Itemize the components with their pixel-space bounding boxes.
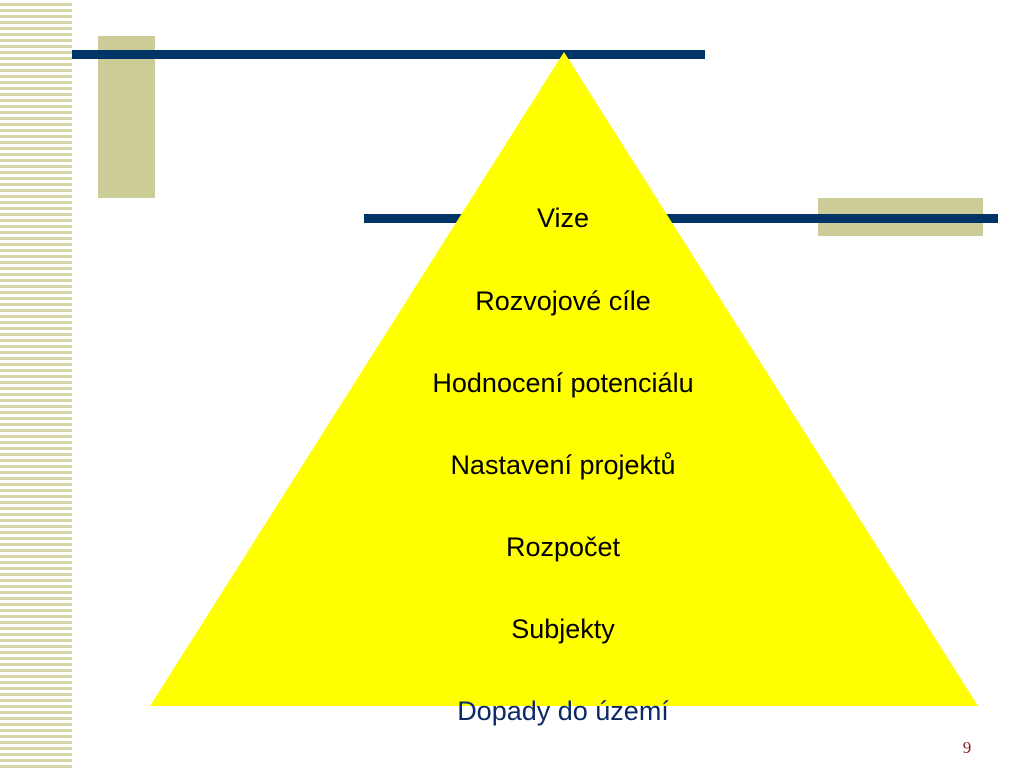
pyramid-level-hodnoceni-potencialu: Hodnocení potenciálu (432, 368, 694, 398)
decorative-tan-block-top (98, 36, 155, 198)
decorative-line-top (72, 50, 705, 59)
pyramid-triangle (150, 52, 978, 706)
pyramid-level-nastaveni-projektu: Nastavení projektů (450, 450, 676, 480)
pyramid-level-vize: Vize (536, 203, 590, 233)
decorative-stripes (0, 0, 72, 768)
pyramid-level-rozpocet: Rozpočet (505, 532, 621, 562)
pyramid-level-rozvojove-cile: Rozvojové cíle (475, 286, 651, 316)
pyramid-level-subjekty: Subjekty (511, 614, 615, 644)
pyramid-level-dopady-do-uzemi: Dopady do území (457, 696, 669, 726)
page-number: 9 (962, 738, 972, 757)
decorative-line-middle (364, 214, 998, 223)
